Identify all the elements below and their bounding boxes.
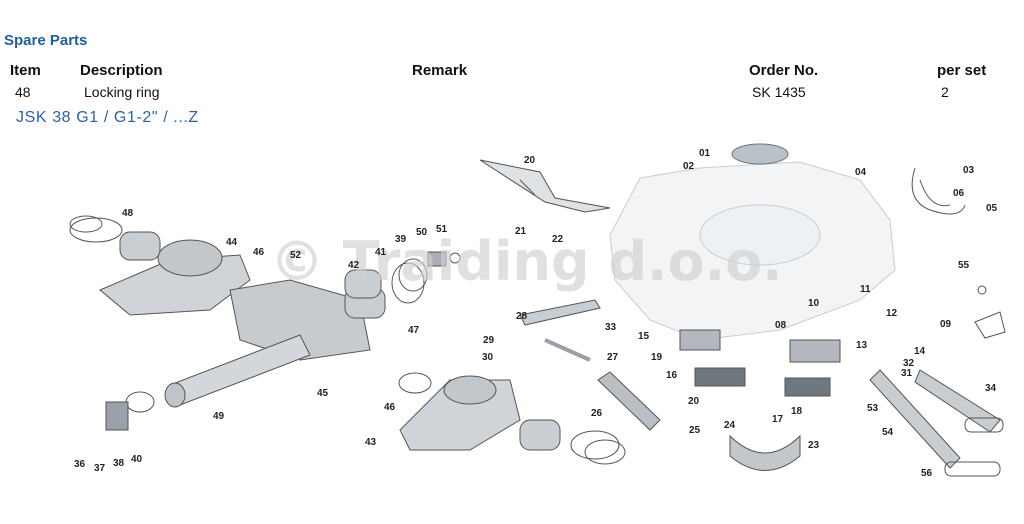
callout-label: 13 — [856, 340, 868, 351]
callout-label: 12 — [886, 308, 898, 319]
callout-label: 37 — [94, 463, 106, 474]
callout-label: 36 — [74, 459, 86, 470]
callout-label: 34 — [985, 383, 997, 394]
callout-label: 53 — [867, 403, 879, 414]
callout-label: 32 — [903, 358, 915, 369]
col-header-per-set: per set — [937, 62, 987, 79]
callout-label: 51 — [436, 224, 448, 235]
model-designation: JSK 38 G1 / G1-2" / ...Z — [16, 109, 199, 126]
callout-label: 28 — [516, 311, 528, 322]
callout-label: 30 — [482, 352, 494, 363]
callout-labels: 01 02 03 04 05 06 08 09 10 11 12 13 14 1… — [74, 148, 998, 479]
callout-label: 20 — [524, 155, 536, 166]
callout-label: 19 — [651, 352, 663, 363]
callout-label: 41 — [375, 247, 387, 258]
callout-label: 39 — [395, 234, 407, 245]
callout-label: 43 — [365, 437, 377, 448]
callout-label: 23 — [808, 440, 820, 451]
callout-label: 17 — [772, 414, 784, 425]
col-header-item: Item — [10, 62, 41, 79]
callout-label: 21 — [515, 226, 527, 237]
cell-description: Locking ring — [84, 84, 160, 100]
callout-label: 24 — [724, 420, 736, 431]
callout-label: 33 — [605, 322, 617, 333]
callout-label: 15 — [638, 331, 650, 342]
callout-label: 16 — [666, 370, 678, 381]
callout-label: 04 — [855, 167, 867, 178]
callout-label: 48 — [122, 208, 134, 219]
callout-label: 40 — [131, 454, 143, 465]
col-header-description: Description — [80, 62, 163, 79]
diagram-drawing — [69, 143, 1006, 477]
callout-label: 01 — [699, 148, 711, 159]
callout-label: 25 — [689, 425, 701, 436]
callout-label: 18 — [791, 406, 803, 417]
page-title: Spare Parts — [4, 32, 88, 49]
cell-item: 48 — [15, 84, 31, 100]
callout-label: 14 — [914, 346, 926, 357]
callout-label: 05 — [986, 203, 998, 214]
callout-label: 27 — [607, 352, 619, 363]
callout-label: 45 — [317, 388, 329, 399]
callout-label: 11 — [860, 284, 871, 295]
copyright-watermark: © Traiding d.o.o. — [270, 230, 783, 293]
callout-label: 22 — [552, 234, 564, 245]
callout-label: 44 — [226, 237, 238, 248]
callout-label: 29 — [483, 335, 495, 346]
callout-label: 06 — [953, 188, 965, 199]
col-header-order-no: Order No. — [749, 62, 819, 79]
cell-per-set: 2 — [941, 84, 949, 100]
exploded-parts-diagram: © Traiding d.o.o. 01 02 03 04 05 06 08 0… — [69, 143, 1006, 479]
cell-order-no: SK 1435 — [752, 84, 806, 100]
callout-label: 54 — [882, 427, 894, 438]
callout-label: 52 — [290, 250, 302, 261]
callout-label: 49 — [213, 411, 225, 422]
callout-label: 02 — [683, 161, 695, 172]
callout-label: 03 — [963, 165, 975, 176]
callout-label: 20 — [688, 396, 700, 407]
callout-label: 38 — [113, 458, 125, 469]
callout-label: 08 — [775, 320, 787, 331]
callout-label: 42 — [348, 260, 360, 271]
col-header-remark: Remark — [412, 62, 468, 79]
callout-label: 26 — [591, 408, 603, 419]
callout-label: 10 — [808, 298, 820, 309]
callout-label: 31 — [901, 368, 913, 379]
callout-label: 55 — [958, 260, 970, 271]
callout-label: 09 — [940, 319, 952, 330]
callout-label: 56 — [921, 468, 933, 479]
callout-label: 47 — [408, 325, 420, 336]
callout-label: 46 — [384, 402, 396, 413]
callout-label: 50 — [416, 227, 428, 238]
callout-label: 46 — [253, 247, 265, 258]
